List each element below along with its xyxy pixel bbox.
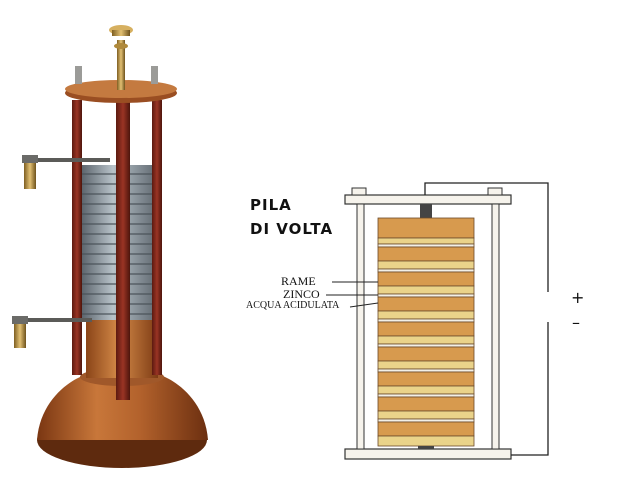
terminal-upper bbox=[24, 155, 36, 189]
top-screw bbox=[117, 40, 125, 90]
terminal-negative-sign: – bbox=[572, 313, 580, 332]
leader-acid bbox=[349, 302, 379, 308]
schematic-diagram bbox=[326, 182, 549, 460]
terminal-arm-lower bbox=[20, 318, 92, 322]
nut-right bbox=[151, 66, 158, 84]
diagram-title-line1: PILA bbox=[250, 196, 292, 214]
nut-left bbox=[75, 66, 82, 84]
label-acid: ACQUA ACIDULATA bbox=[246, 300, 340, 311]
wire-negative bbox=[511, 322, 549, 456]
frame-post-right bbox=[491, 203, 500, 450]
rod-left bbox=[72, 100, 82, 375]
frame-post-left bbox=[356, 203, 365, 450]
diagram-title-line2: DI VOLTA bbox=[250, 220, 334, 238]
wire-positive bbox=[424, 182, 549, 292]
volta-pile-photo bbox=[12, 25, 208, 468]
label-zinc: ZINCO bbox=[283, 287, 320, 301]
rod-center bbox=[116, 100, 130, 400]
label-copper: RAME bbox=[281, 274, 316, 288]
frame-top-bar bbox=[344, 194, 512, 205]
terminal-positive-sign: + bbox=[571, 288, 585, 307]
frame-bottom-bar bbox=[344, 448, 512, 460]
wooden-base-body bbox=[37, 375, 208, 440]
rod-right bbox=[152, 100, 162, 375]
terminal-arm-upper bbox=[30, 158, 110, 162]
diagram-screw bbox=[420, 204, 432, 218]
diagram-disc-stack bbox=[377, 217, 475, 447]
